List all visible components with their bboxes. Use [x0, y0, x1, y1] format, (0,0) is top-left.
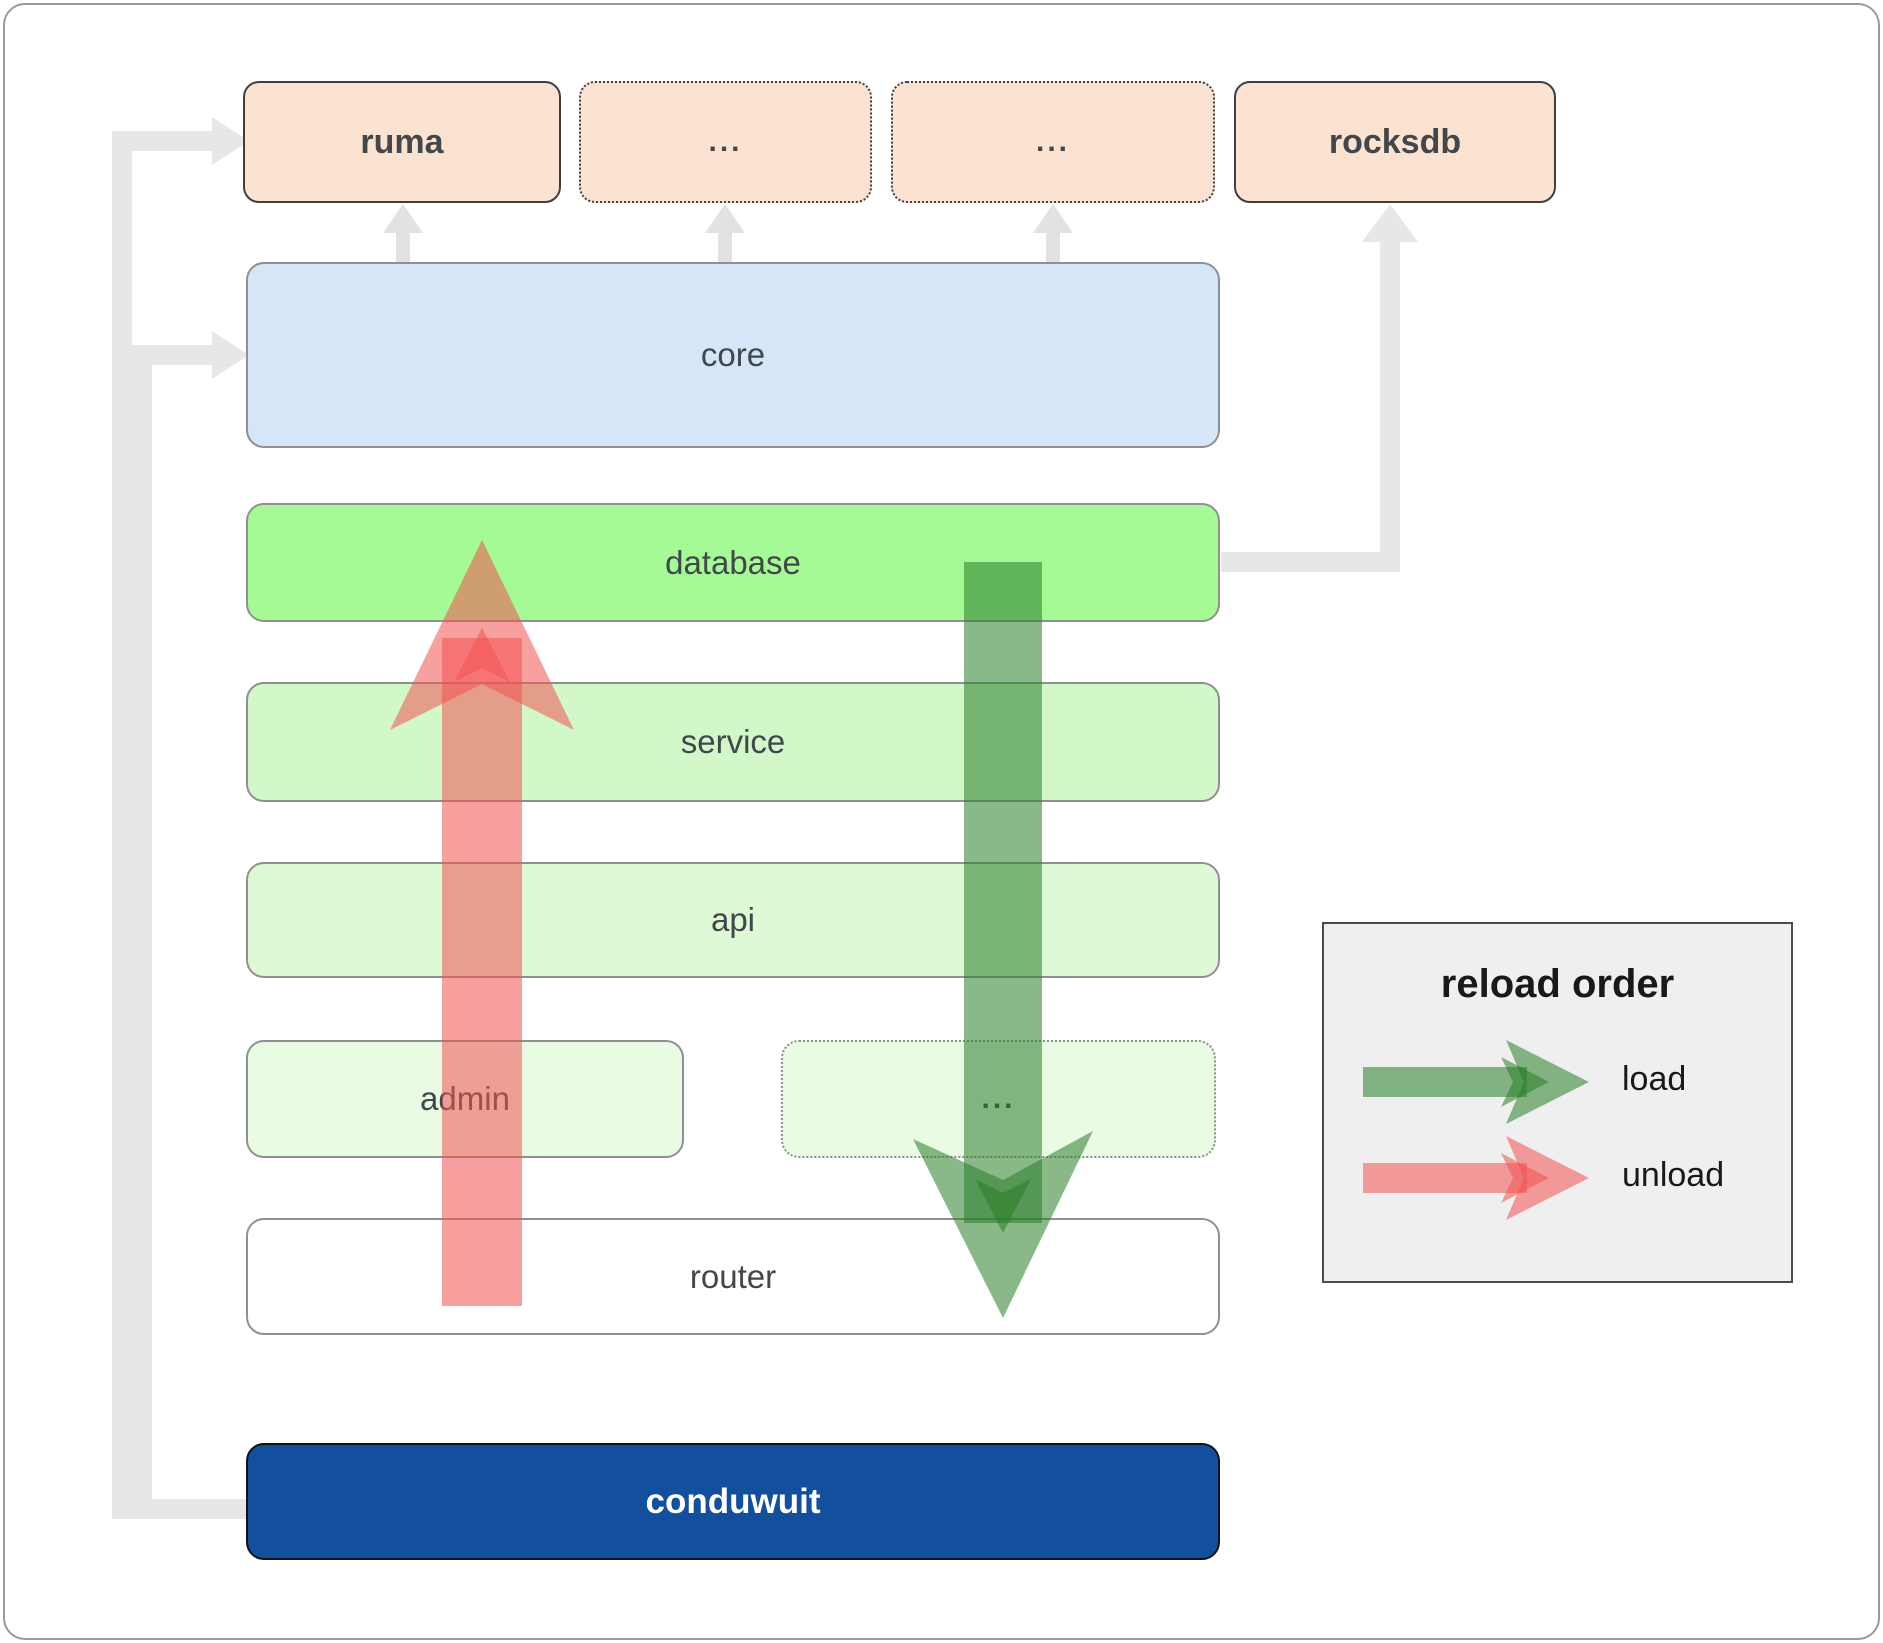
arrowhead-to-rocksdb-icon	[1362, 204, 1418, 242]
box-database-label: database	[665, 543, 801, 581]
box-dependency-ellipsis-1: ...	[579, 81, 872, 203]
box-dependency-ellipsis-2: ...	[891, 81, 1215, 203]
box-service: service	[246, 682, 1220, 802]
box-admin-ellipsis: ...	[781, 1040, 1216, 1158]
connector-conduwuit-to-core	[132, 331, 249, 1519]
box-router-label: router	[689, 1257, 777, 1295]
box-deps1-label: ...	[708, 125, 743, 158]
connector-database-to-rocksdb	[1221, 204, 1418, 572]
box-router: router	[246, 1218, 1220, 1335]
box-database: database	[246, 503, 1220, 622]
box-ruma: ruma	[243, 81, 561, 203]
box-deps2-label: ...	[1035, 125, 1070, 158]
box-core-label: core	[700, 336, 766, 373]
arrow-core-to-ruma-icon	[383, 204, 423, 262]
box-conduwuit: conduwuit	[246, 1443, 1220, 1560]
box-api: api	[246, 862, 1220, 978]
arrow-core-to-deps2-icon	[1033, 204, 1073, 262]
arrow-core-to-deps1-icon	[705, 204, 745, 262]
box-admin: admin	[246, 1040, 684, 1158]
box-rocksdb: rocksdb	[1234, 81, 1556, 203]
box-service-label: service	[680, 723, 786, 760]
box-core: core	[246, 262, 1220, 448]
arrowhead-to-ruma-icon	[212, 117, 249, 165]
box-admin-label: admin	[420, 1080, 510, 1117]
arrowhead-to-core-icon	[212, 331, 249, 379]
legend-reload-order: reload order	[1322, 922, 1793, 1283]
box-conduwuit-label: conduwuit	[645, 1481, 821, 1521]
box-admin-more-label: ...	[981, 1082, 1016, 1115]
legend-title: reload order	[1440, 962, 1675, 1006]
legend-label-load: load	[1622, 1060, 1687, 1098]
box-ruma-label: ruma	[360, 122, 444, 161]
box-rocksdb-label: rocksdb	[1328, 122, 1462, 161]
legend-label-unload: unload	[1622, 1156, 1725, 1194]
box-api-label: api	[710, 901, 756, 938]
